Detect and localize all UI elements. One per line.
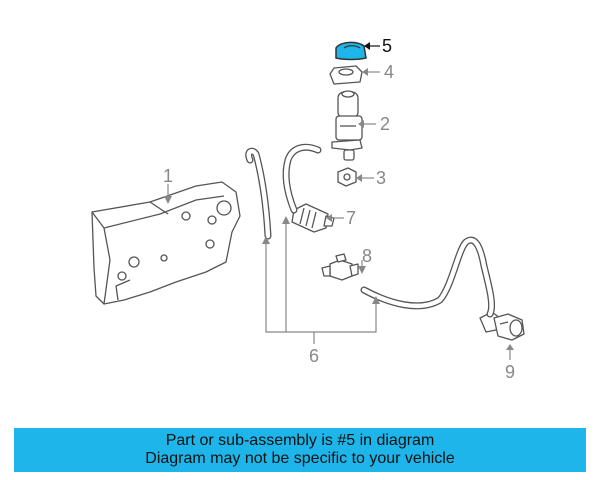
- reservoir-tank: [91, 181, 241, 305]
- part-2-washer-pump: [331, 90, 363, 161]
- part-9-check-valve: [479, 311, 525, 341]
- parts-diagram: 1 2 3 4 5 6 7 8 9: [91, 36, 525, 382]
- part-4-grommet: [329, 65, 363, 85]
- callout-2: 2: [380, 114, 390, 134]
- part-3-nut: [337, 167, 357, 187]
- callout-1: 1: [163, 166, 173, 186]
- callout-6: 6: [309, 346, 319, 366]
- banner-line-disclaimer: Diagram may not be specific to your vehi…: [145, 450, 455, 467]
- hoses: [245, 143, 496, 318]
- part-5-cap[interactable]: [335, 41, 367, 61]
- callout-3: 3: [376, 168, 386, 188]
- info-banner: Part or sub-assembly is #5 in diagram Di…: [14, 428, 586, 472]
- callout-5[interactable]: 5: [382, 36, 392, 56]
- callout-9: 9: [505, 362, 515, 382]
- callout-7: 7: [346, 208, 356, 228]
- part-8-valve: [321, 253, 359, 281]
- leader-lines: [164, 42, 514, 360]
- callout-4: 4: [384, 62, 394, 82]
- callout-8: 8: [362, 246, 372, 266]
- banner-line-part: Part or sub-assembly is #5 in diagram: [165, 432, 435, 449]
- part-7-connector: [291, 203, 335, 233]
